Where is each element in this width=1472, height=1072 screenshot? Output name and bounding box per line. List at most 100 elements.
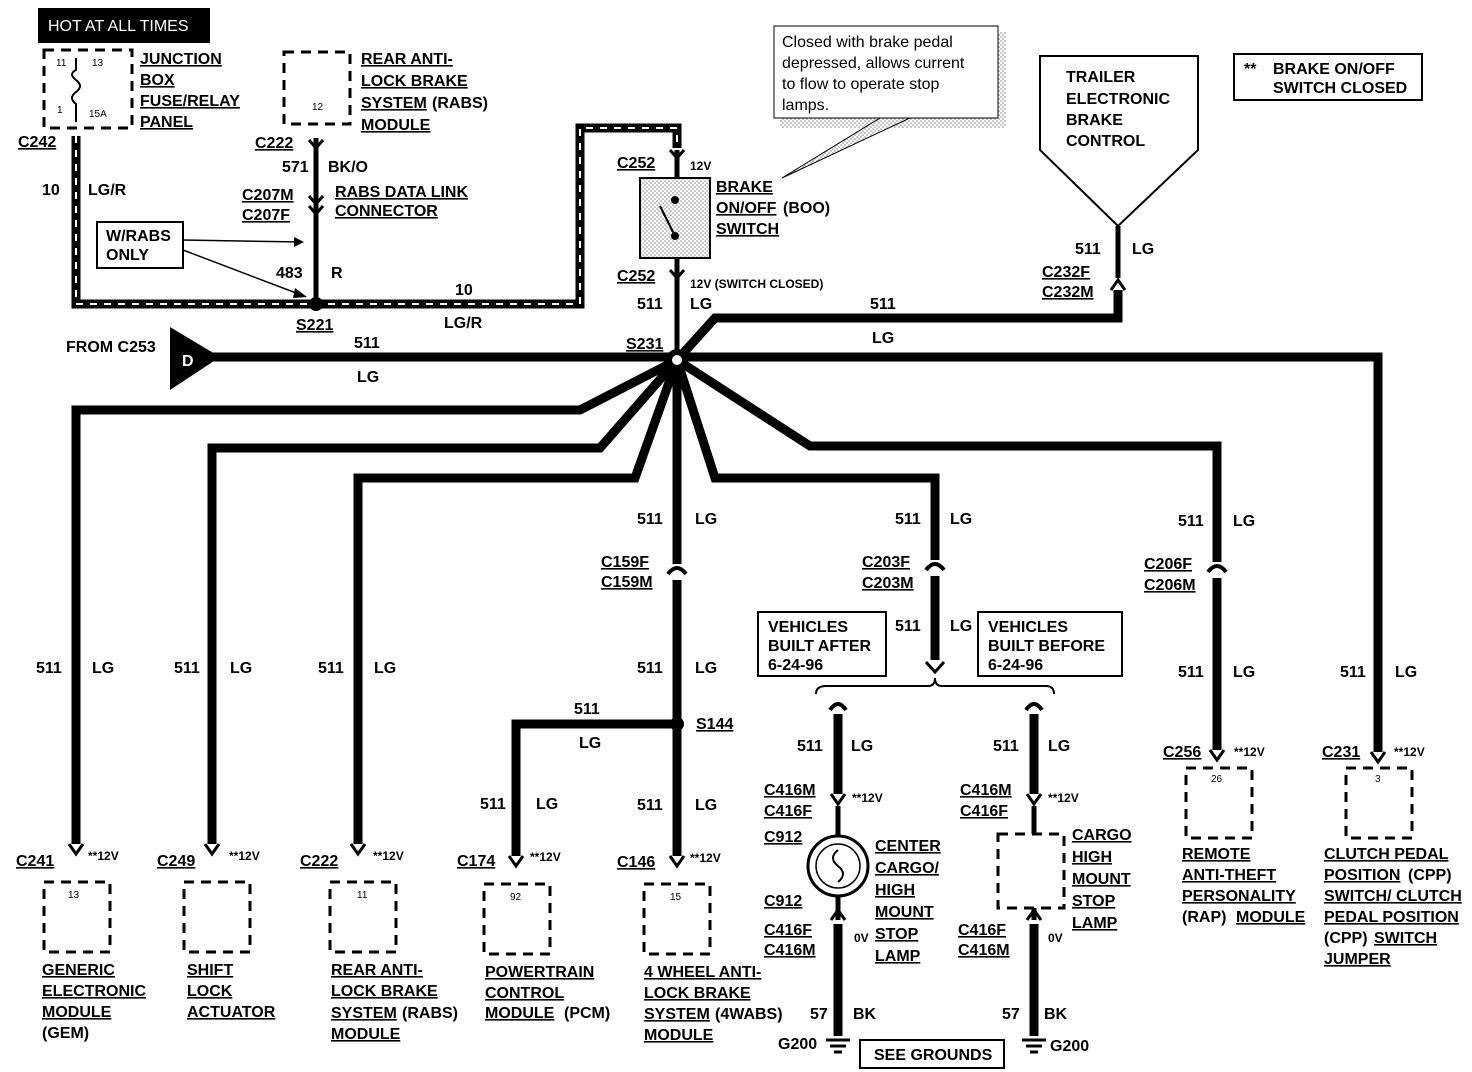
diagram-label: **12V <box>1394 745 1425 759</box>
diagram-label: 511 <box>895 511 921 528</box>
diagram-label: ** <box>1244 61 1257 78</box>
diagram-label: VEHICLES <box>988 619 1068 636</box>
rabs-module-bottom: C222 **12V 11 REAR ANTI- LOCK BRAKE SYST… <box>300 849 458 1043</box>
diagram-label: STOP <box>1072 893 1116 910</box>
diagram-label: LG <box>872 330 894 347</box>
diagram-label: TRAILER <box>1066 69 1136 86</box>
diagram-label: 511 <box>574 701 600 718</box>
diagram-label: W/RABS <box>106 228 171 245</box>
diagram-label: 511 <box>1178 513 1204 530</box>
diagram-label: SYSTEM <box>644 1006 710 1023</box>
diagram-label: 511 <box>637 296 663 313</box>
diagram-label: MODULE <box>485 1005 555 1022</box>
diagram-label: **12V <box>530 850 561 864</box>
vehicles-built-after-note: VEHICLES BUILT AFTER 6-24-96 <box>757 611 887 677</box>
diagram-label: GENERIC <box>42 962 115 979</box>
diagram-label: 511 <box>637 511 663 528</box>
diagram-label: SEE GROUNDS <box>874 1047 993 1064</box>
diagram-label: 511 <box>174 660 200 677</box>
diagram-label: 11 <box>56 58 67 69</box>
diagram-label: R <box>331 265 343 282</box>
diagram-label: HIGH <box>875 882 915 899</box>
diagram-label: LG <box>695 511 717 528</box>
rap-module: C256 **12V 26 REMOTE ANTI-THEFT PERSONAL… <box>1163 564 1306 926</box>
diagram-label: SYSTEM <box>331 1005 397 1022</box>
diagram-label: C416M <box>764 942 816 959</box>
diagram-label: C416F <box>764 922 812 939</box>
diagram-label: SWITCH/ CLUTCH <box>1324 888 1462 905</box>
diagram-label: SWITCH <box>1374 930 1437 947</box>
from-c253-label: FROM C253 <box>66 339 156 356</box>
diagram-label: 511 <box>1075 241 1101 258</box>
diagram-label: 57 <box>1002 1006 1020 1023</box>
diagram-label: lamps. <box>782 97 829 114</box>
diagram-label: CARGO <box>1072 827 1132 844</box>
diagram-label: (RAP) <box>1182 909 1226 926</box>
diagram-label: REAR ANTI- <box>331 962 423 979</box>
c207f-label: C207F <box>242 207 290 224</box>
diagram-label: 511 <box>637 797 663 814</box>
center-branch-connectors <box>507 566 688 869</box>
diagram-label: VEHICLES <box>768 619 848 636</box>
w-rabs-only-note: W/RABS ONLY <box>96 221 307 298</box>
diagram-label: (RABS) <box>402 1005 458 1022</box>
c159m-label: C159M <box>601 574 653 591</box>
diagram-label: LG <box>851 738 873 755</box>
diagram-label: (RABS) <box>432 95 488 112</box>
diagram-label: PERSONALITY <box>1182 888 1296 905</box>
diagram-label: ELECTRONIC <box>42 983 146 1000</box>
diagram-label: LG <box>1132 241 1154 258</box>
diagram-label: MODULE <box>361 117 431 134</box>
diagram-label: ANTI-THEFT <box>1182 867 1276 884</box>
diagram-label: C416M <box>960 782 1012 799</box>
diagram-label: 511 <box>36 660 62 677</box>
diagram-label: (CPP) <box>1408 867 1452 884</box>
diagram-label: 3 <box>1375 774 1381 785</box>
diagram-label: SYSTEM <box>361 95 427 112</box>
diagram-label: **12V <box>229 849 260 863</box>
s231-label: S231 <box>626 336 663 353</box>
wire-rabs-data-link <box>307 138 325 311</box>
diagram-label: C146 <box>617 854 655 871</box>
diagram-label: C249 <box>157 853 195 870</box>
diagram-label: HOT AT ALL TIMES <box>48 18 189 35</box>
diagram-label: 483 <box>276 265 303 282</box>
diagram-label: REAR ANTI- <box>361 51 453 68</box>
diagram-label: 12V <box>690 159 711 173</box>
diagram-label: LG <box>92 660 114 677</box>
diagram-label: 0V <box>1048 931 1063 945</box>
center-cargo-high-mount-stop-lamp: CENTER CARGO/ HIGH MOUNT STOP LAMP <box>875 838 941 965</box>
diagram-label: SWITCH <box>716 221 779 238</box>
diagram-label: (4WABS) <box>715 1006 783 1023</box>
diagram-label: LG <box>695 660 717 677</box>
diagram-label: LG <box>1233 513 1255 530</box>
diagram-label: CARGO/ <box>875 860 940 877</box>
g200-right-label: G200 <box>1050 1038 1089 1055</box>
stop-lamp-branch <box>806 562 1066 1054</box>
wire-10-label: 10 <box>42 182 60 199</box>
diagram-label: 11 <box>357 890 368 901</box>
diagram-label: 15 <box>670 892 682 903</box>
s221-label: S221 <box>296 317 333 334</box>
diagram-label: ON/OFF <box>716 200 777 217</box>
diagram-label: BUILT AFTER <box>768 638 872 655</box>
diagram-label: LOCK <box>187 983 233 1000</box>
diagram-label: LAMP <box>1072 915 1118 932</box>
wire-lgr-upper <box>71 123 682 309</box>
diagram-label: 57 <box>810 1006 828 1023</box>
diagram-label: LOCK BRAKE <box>644 985 751 1002</box>
diagram-label: LG <box>374 660 396 677</box>
brake-closed-legend: ** BRAKE ON/OFF SWITCH CLOSED <box>1233 53 1423 101</box>
diagram-label: Closed with brake pedal <box>782 34 953 51</box>
diagram-label: (GEM) <box>42 1025 89 1042</box>
diagram-label: 92 <box>510 892 522 903</box>
diagram-label: POSITION <box>1324 867 1400 884</box>
c206f-label: C206F <box>1144 556 1192 573</box>
diagram-label: POWERTRAIN <box>485 964 594 981</box>
diagram-label: RABS DATA LINK <box>335 184 468 201</box>
diagram-label: MODULE <box>644 1027 714 1044</box>
diagram-label: (CPP) <box>1324 930 1368 947</box>
diagram-label: 15A <box>89 109 107 120</box>
